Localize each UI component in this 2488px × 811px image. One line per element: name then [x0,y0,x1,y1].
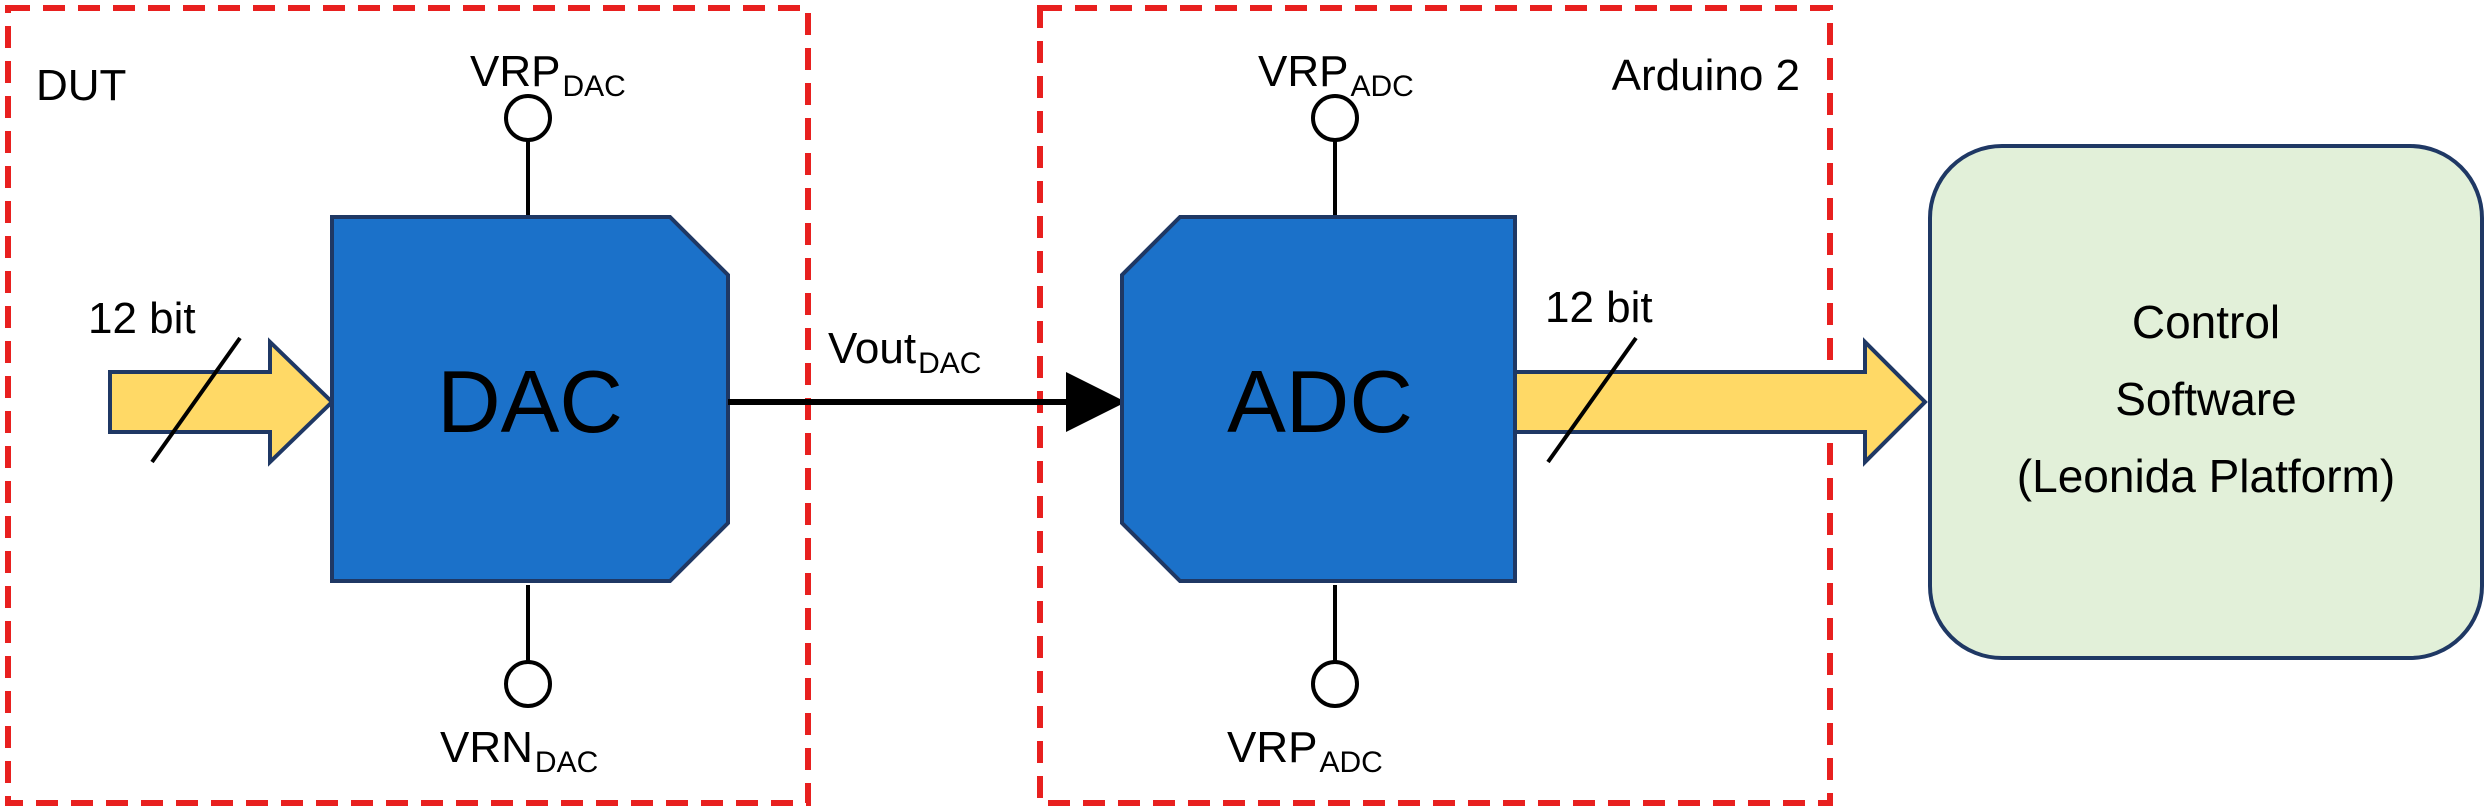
control-software-box [1928,144,2484,660]
dac-vrn-label: VRNDAC [440,723,598,779]
output-bus-label: 12 bit [1545,283,1653,332]
control-software-line2: Software [2115,373,2297,425]
adc-vrp-bottom-terminal [1311,660,1359,708]
input-bus-slash [150,336,242,464]
output-bus-arrow [1513,337,1928,467]
arduino-label: Arduino 2 [1612,51,1800,100]
control-software-line1: Control [2132,296,2280,348]
arduino-dashed-border [1037,5,1833,806]
dac-vrp-terminal [504,94,552,142]
output-bus-slash [1546,336,1638,464]
adc-label: ADC [1227,352,1413,451]
dut-dashed-border [5,5,811,806]
input-bus-label: 12 bit [88,294,196,343]
adc-block [1120,215,1517,583]
adc-vrp-top-label: VRPADC [1258,47,1414,103]
dac-vrp-label: VRPDAC [470,47,626,103]
dac-label: DAC [437,352,623,451]
dac-block [330,215,730,583]
adc-vrp-top-terminal [1311,94,1359,142]
dut-label: DUT [36,61,126,110]
input-bus-arrow [108,337,335,467]
vout-label: VoutDAC [828,324,981,380]
control-software-line3: (Leonida Platform) [2017,450,2395,502]
adc-vrp-bottom-label: VRPADC [1227,723,1383,779]
dac-vrn-terminal [504,660,552,708]
